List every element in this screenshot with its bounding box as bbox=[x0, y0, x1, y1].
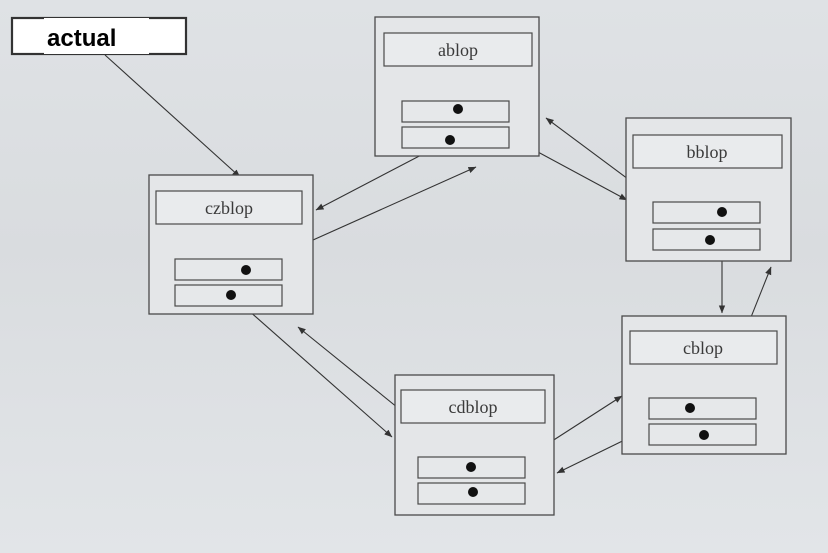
node-bblop-next-pointer bbox=[717, 207, 727, 217]
node-bblop: bblop bbox=[625, 117, 792, 262]
head-pointer: actual bbox=[10, 16, 188, 56]
edge-actual-to-czblop bbox=[104, 54, 241, 178]
node-czblop-next-pointer bbox=[241, 265, 251, 275]
edge-czblop-prev-to-cdblop bbox=[230, 294, 393, 438]
node-ablop-next-pointer bbox=[453, 104, 463, 114]
node-cblop-next-field bbox=[648, 397, 757, 420]
node-czblop-prev-pointer bbox=[226, 290, 236, 300]
head-pointer-label: actual bbox=[47, 25, 116, 52]
node-cblop-label-box bbox=[629, 330, 778, 365]
node-bblop-prev-pointer bbox=[705, 235, 715, 245]
node-cdblop-next-pointer bbox=[466, 462, 476, 472]
node-cblop-label: cblop bbox=[683, 338, 723, 358]
node-czblop: czblop bbox=[148, 174, 314, 315]
node-bblop-label-box bbox=[632, 134, 783, 169]
node-ablop-label: ablop bbox=[438, 40, 478, 60]
head-pointer-label-bg bbox=[44, 18, 149, 54]
node-ablop-prev-pointer bbox=[445, 135, 455, 145]
node-cdblop-label: cdblop bbox=[449, 397, 498, 417]
node-czblop-label: czblop bbox=[205, 198, 253, 218]
node-ablop-prev-field bbox=[401, 126, 510, 149]
node-bblop-label: bblop bbox=[686, 142, 727, 162]
node-cdblop: cdblop bbox=[394, 374, 555, 516]
node-cblop-next-pointer bbox=[685, 403, 695, 413]
node-bblop-next-field bbox=[652, 201, 761, 224]
node-cdblop-label-box bbox=[400, 389, 546, 424]
node-cdblop-prev-pointer bbox=[468, 487, 478, 497]
node-czblop-next-field bbox=[174, 258, 283, 281]
node-ablop: ablop bbox=[374, 16, 540, 157]
node-czblop-label-box bbox=[155, 190, 303, 225]
node-cblop: cblop bbox=[621, 315, 787, 455]
node-ablop-label-box bbox=[383, 32, 533, 67]
node-cblop-prev-pointer bbox=[699, 430, 709, 440]
